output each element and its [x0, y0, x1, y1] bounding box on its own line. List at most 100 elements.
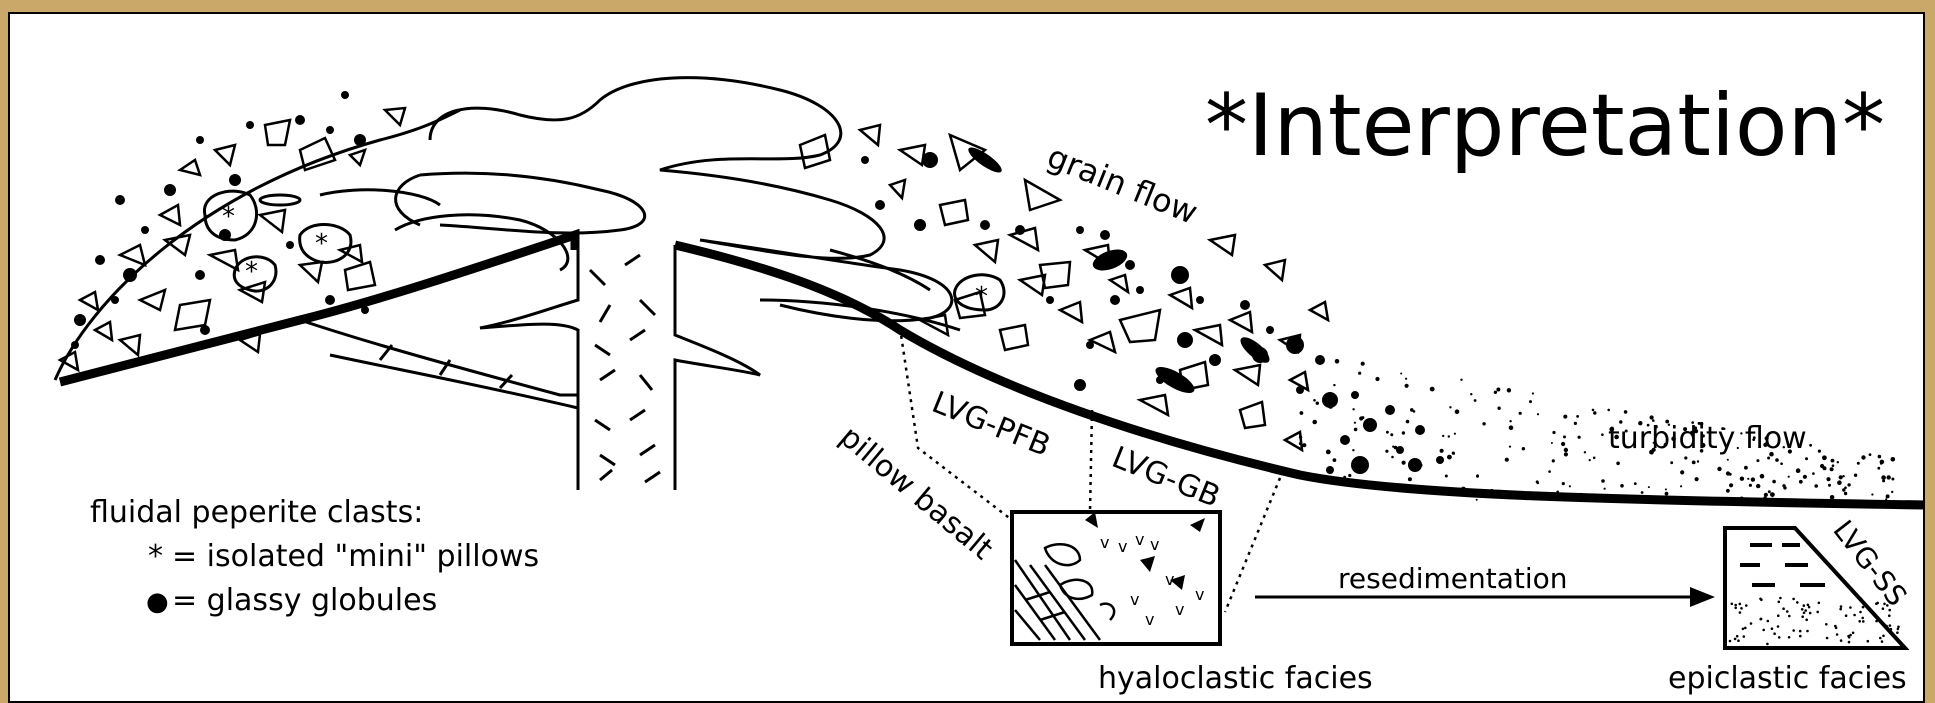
- sand-dot: [1879, 637, 1882, 640]
- turbidity-dot: [1448, 435, 1450, 437]
- turbidity-dot: [1680, 470, 1684, 474]
- turbidity-dot: [1578, 436, 1581, 439]
- turbidity-dot: [1359, 416, 1363, 420]
- turbidity-dot: [1788, 476, 1790, 478]
- svg-text:v: v: [1165, 570, 1174, 589]
- epiclastic-facies-label: epiclastic facies: [1668, 661, 1907, 696]
- turbidity-dot: [1445, 475, 1448, 478]
- sand-dot: [1739, 611, 1742, 614]
- turbidity-dot: [1576, 415, 1579, 418]
- sand-dot: [1882, 635, 1885, 638]
- sand-dot: [1740, 607, 1743, 610]
- turbidity-dot: [1832, 464, 1835, 467]
- turbidity-dot: [1727, 459, 1729, 461]
- turbidity-dot: [1648, 486, 1650, 488]
- turbidity-dot: [1814, 484, 1818, 488]
- turbidity-dot: [1887, 475, 1891, 479]
- turbidity-dot: [1316, 402, 1319, 405]
- turbidity-dot: [1869, 453, 1872, 456]
- sand-dot: [1760, 618, 1763, 621]
- sand-dot: [1778, 636, 1781, 639]
- turbidity-dot: [1830, 495, 1835, 500]
- turbidity-dot: [1812, 472, 1815, 475]
- turbidity-dot: [1537, 413, 1539, 415]
- turbidity-dot: [1390, 433, 1393, 436]
- legend: fluidal peperite clasts: * = isolated "m…: [90, 495, 539, 618]
- turbidity-dot: [1442, 435, 1444, 437]
- turbidity-dot: [1604, 488, 1606, 490]
- turbidity-dot: [1552, 431, 1555, 434]
- turbidity-dot: [1449, 406, 1451, 408]
- sand-dot: [1849, 606, 1852, 609]
- turbidity-dot: [1747, 478, 1749, 480]
- turbidity-dot: [1680, 485, 1682, 487]
- sand-dot: [1852, 632, 1855, 635]
- sand-dot: [1762, 629, 1765, 632]
- sand-dot: [1808, 606, 1811, 609]
- turbidity-dot: [1593, 457, 1596, 460]
- turbidity-dot: [1569, 485, 1571, 487]
- turbidity-dot: [1751, 477, 1755, 481]
- turbidity-dot: [1497, 407, 1500, 410]
- turbidity-dot: [1697, 460, 1699, 462]
- turbidity-dot: [1470, 393, 1472, 395]
- sand-dot: [1897, 628, 1900, 631]
- turbidity-dot: [1391, 456, 1394, 459]
- turbidity-dot: [1767, 457, 1770, 460]
- turbidity-dot: [1300, 411, 1304, 415]
- turbidity-dot: [1744, 466, 1748, 470]
- turbidity-dot: [1454, 433, 1456, 435]
- turbidity-dot: [1877, 467, 1880, 470]
- sand-dot: [1840, 639, 1843, 642]
- turbidity-dot: [1494, 391, 1497, 394]
- turbidity-dot: [1684, 456, 1687, 459]
- turbidity-dot: [1878, 455, 1882, 459]
- sand-dot: [1875, 620, 1878, 623]
- sand-dot: [1803, 604, 1806, 607]
- flow-lobes: [55, 78, 960, 490]
- turbidity-dot: [1352, 408, 1354, 410]
- turbidity-dot: [1563, 415, 1567, 419]
- turbidity-dot: [1695, 477, 1699, 481]
- sand-dot: [1801, 615, 1804, 618]
- sand-dot: [1777, 614, 1780, 617]
- turbidity-dot: [1844, 492, 1847, 495]
- sand-dot: [1799, 630, 1802, 633]
- legend-symbol-asterisk: *: [148, 539, 163, 574]
- svg-text:v: v: [1130, 590, 1139, 609]
- sand-dot: [1777, 625, 1780, 628]
- sand-dot: [1853, 614, 1856, 617]
- resedimentation-label: resedimentation: [1338, 562, 1568, 595]
- turbidity-dot: [1405, 378, 1407, 380]
- svg-text:v: v: [1145, 610, 1154, 629]
- turbidity-dot: [1522, 447, 1525, 450]
- turbidity-dot: [1837, 461, 1839, 463]
- turbidity-dot: [1537, 482, 1539, 484]
- sand-dot: [1786, 610, 1789, 613]
- sand-dot: [1745, 604, 1748, 607]
- legend-heading: fluidal peperite clasts:: [90, 495, 423, 530]
- sand-dot: [1782, 607, 1785, 610]
- turbidity-dot: [1740, 477, 1744, 481]
- sand-dot: [1742, 628, 1745, 631]
- turbidity-dot: [1857, 462, 1860, 465]
- turbidity-dot: [1529, 400, 1532, 403]
- turbidity-dot: [1665, 488, 1667, 490]
- sand-dot: [1804, 609, 1807, 612]
- hyaloclastic-facies-box: vvv vvv vvv: [1012, 512, 1220, 644]
- sand-dot: [1805, 619, 1808, 622]
- turbidity-dot: [1352, 449, 1354, 451]
- turbidity-dot: [1402, 431, 1405, 434]
- sand-dot: [1734, 604, 1737, 607]
- turbidity-dot: [1509, 420, 1511, 422]
- turbidity-dot: [1551, 442, 1553, 444]
- turbidity-dot: [1871, 493, 1873, 495]
- turbidity-dot: [1799, 480, 1803, 484]
- turbidity-dot: [1413, 410, 1416, 413]
- sand-dot: [1862, 606, 1865, 609]
- turbidity-dot: [1460, 379, 1462, 381]
- turbidity-dot: [1326, 450, 1331, 455]
- turbidity-dot: [1880, 462, 1883, 465]
